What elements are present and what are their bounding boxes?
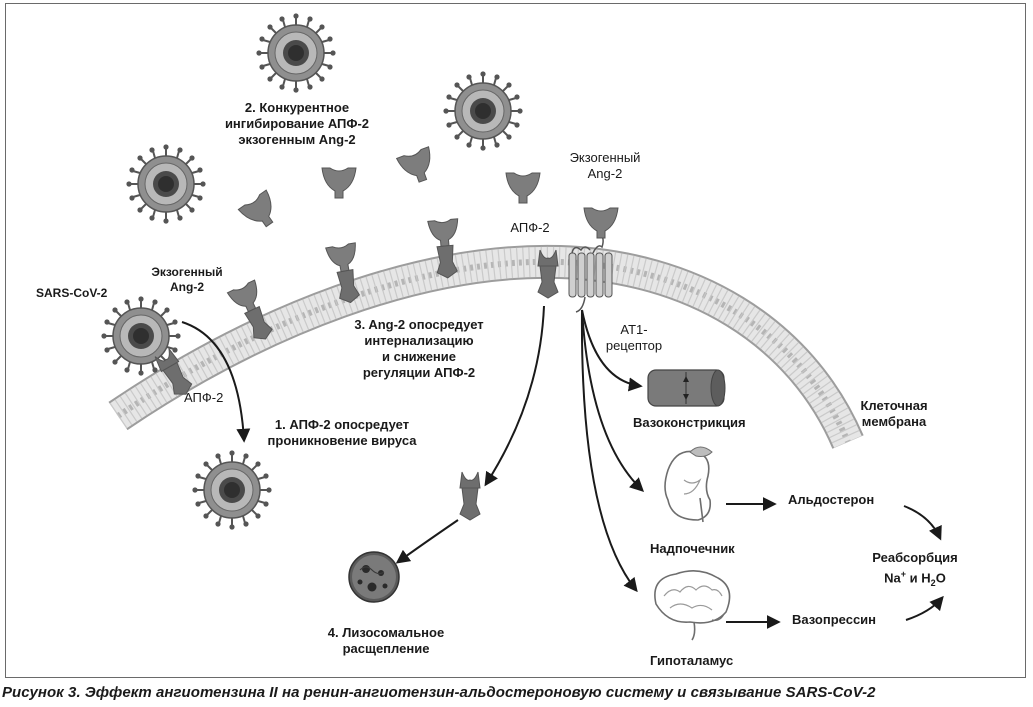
step2-line1: 2. Конкурентное: [244, 100, 350, 115]
step1-line1: 1. АПФ-2 опосредует: [274, 417, 410, 432]
h2o-subscript: 2: [930, 577, 936, 588]
step1-line2: проникновение вируса: [267, 433, 417, 448]
na-superscript: +: [900, 569, 907, 579]
adrenal-gland-icon: [664, 446, 713, 523]
sars-cov-2-label: SARS-CoV-2: [36, 286, 108, 300]
step4-line2: расщепление: [342, 641, 430, 656]
virus-entry-arrow: [181, 321, 251, 443]
exogenous-ang2-top-label: Экзогенный Ang-2: [558, 150, 652, 182]
ang2-free-3-icon: [505, 172, 541, 204]
reabsorption-line2: Na+ и H2O: [860, 566, 970, 591]
exogenous-ang2-left-label: Экзогенный Ang-2: [143, 265, 231, 295]
cell-membrane-label: Клеточная мембрана: [846, 398, 942, 430]
exo-left-line2: Ang-2: [170, 280, 204, 294]
at1-line1: АТ1-: [620, 322, 648, 337]
exo-top-line1: Экзогенный: [569, 150, 641, 165]
na-text: Na: [884, 570, 901, 586]
virus-top-right-icon: [442, 70, 524, 152]
brain-hypothalamus-icon: [654, 570, 731, 641]
step3-line2: интернализацию: [364, 333, 474, 348]
internalized-virus-icon: [191, 449, 273, 531]
adrenal-arrow: [581, 309, 645, 492]
figure-caption: Рисунок 3. Эффект ангиотензина II на рен…: [2, 684, 876, 701]
step1-label: 1. АПФ-2 опосредует проникновение вируса: [252, 417, 432, 449]
virus-top-icon: [255, 12, 337, 94]
exo-left-line1: Экзогенный: [151, 265, 223, 279]
reabsorption-line1: Реабсорбция: [872, 550, 958, 565]
ace2-left-label: АПФ-2: [184, 390, 224, 405]
hypothalamus-arrow: [580, 309, 638, 593]
step3-label: 3. Ang-2 опосредует интернализацию и сни…: [336, 317, 502, 381]
membrane-line2: мембрана: [861, 414, 927, 429]
membrane-line1: Клеточная: [860, 398, 928, 413]
at1-receptor-icon: [568, 233, 613, 313]
internalized-ace2-icon: [459, 471, 481, 521]
cell-membrane: [108, 244, 864, 449]
internalization-arrow: [484, 305, 545, 487]
step2-label: 2. Конкурентное ингибирование АПФ-2 экзо…: [216, 100, 378, 148]
exo-top-line2: Ang-2: [587, 166, 623, 181]
step3-line4: регуляции АПФ-2: [362, 365, 476, 380]
virus-left-icon: [125, 143, 207, 225]
and-h-text: и H: [906, 570, 931, 586]
lysosome-icon: [348, 551, 400, 603]
ang2-on-at1-icon: [583, 207, 619, 239]
pathway-arrows: [181, 305, 944, 629]
vasoconstriction-arrow: [581, 309, 643, 392]
lysosome-arrow: [395, 519, 459, 564]
ace2-top-label: АПФ-2: [510, 220, 550, 235]
vasopressin-reabsorption-arrow: [905, 595, 944, 621]
vasoconstriction-label: Вазоконстрикция: [633, 415, 746, 430]
at1-receptor-label: АТ1- рецептор: [596, 322, 672, 354]
blood-vessel-icon: [647, 369, 726, 407]
step2-line3: экзогенным Ang-2: [238, 132, 356, 147]
step3-line3: и снижение: [381, 349, 457, 364]
at1-line2: рецептор: [605, 338, 663, 353]
o-text: O: [935, 570, 946, 586]
figure-frame: [5, 3, 1026, 678]
aldosterone-label: Альдостерон: [788, 492, 875, 507]
step2-line2: ингибирование АПФ-2: [224, 116, 370, 131]
reabsorption-label: Реабсорбция Na+ и H2O: [860, 550, 970, 591]
step4-line1: 4. Лизосомальное: [327, 625, 445, 640]
ang2-free-4-icon: [237, 189, 284, 235]
adrenal-label: Надпочечник: [650, 541, 735, 556]
ang2-free-1-icon: [321, 167, 357, 199]
hypothalamus-label: Гипоталамус: [650, 653, 734, 668]
step4-label: 4. Лизосомальное расщепление: [320, 625, 452, 657]
step3-line1: 3. Ang-2 опосредует: [354, 317, 484, 332]
ang2-free-2-icon: [396, 146, 440, 188]
vasopressin-label: Вазопрессин: [792, 612, 877, 627]
aldosterone-reabsorption-arrow: [903, 505, 942, 541]
